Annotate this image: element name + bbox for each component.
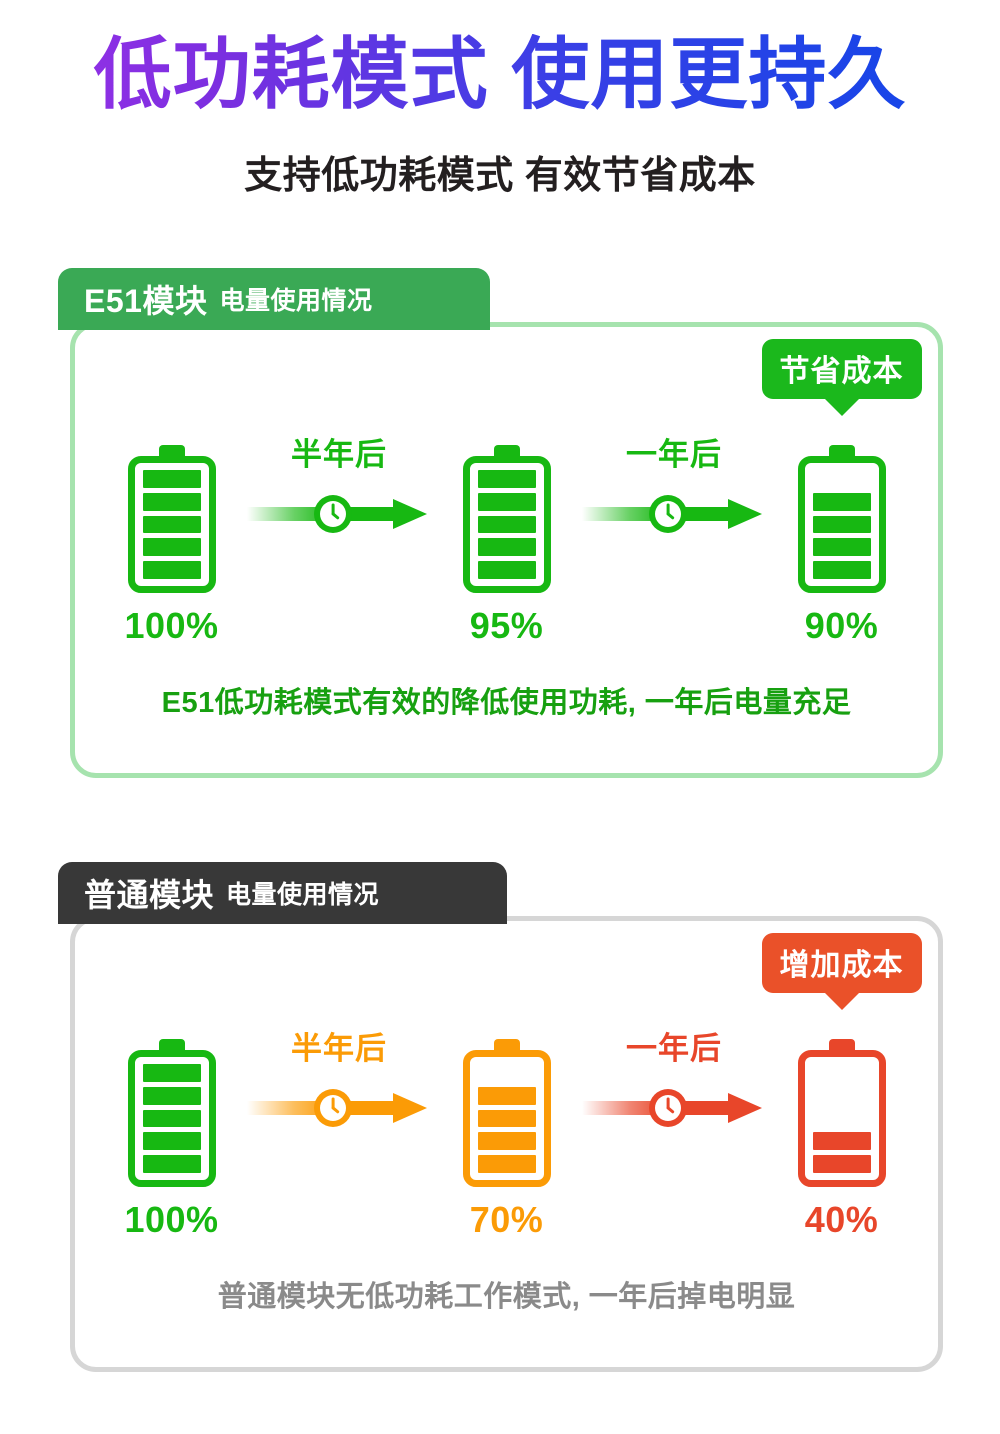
card-body: 100% 半年后 70% 一年后 增加成本 40% 普通模块无低功耗工作模式, 一年后掉电明… (70, 916, 943, 1372)
battery-segment (477, 1155, 536, 1173)
page-title: 低功耗模式 使用更持久 (0, 33, 1000, 116)
battery-cap (493, 445, 520, 456)
battery-segment (477, 515, 536, 534)
module-card: 100% 半年后 95% 一年后 节省成本 90% E51低功耗模式有效的降低使用功耗, 一… (58, 268, 943, 778)
battery-stage: 节省成本 90% (761, 339, 922, 647)
battery-segment (142, 1132, 201, 1151)
battery-shell (462, 1050, 551, 1187)
card-tab-title: E51模块 (84, 283, 208, 319)
card-tab-subtitle: 电量使用情况 (226, 881, 380, 909)
arrow-right-icon (581, 1089, 762, 1127)
card-tab-subtitle: 电量使用情况 (219, 287, 373, 315)
battery-cap (828, 1039, 855, 1050)
card-tab-header: E51模块电量使用情况 (58, 268, 490, 330)
battery-segment (142, 1064, 201, 1082)
battery-shell (127, 1050, 216, 1187)
battery-segment (142, 470, 201, 488)
battery-percent-label: 90% (804, 605, 879, 646)
transition-arrow (581, 1085, 767, 1131)
timeline-transition: 一年后 (581, 405, 767, 605)
battery-stage: 95% (432, 405, 582, 647)
battery-icon (462, 445, 551, 593)
battery-shell (797, 1050, 886, 1187)
battery-icon (462, 1039, 551, 1187)
battery-segment (142, 538, 201, 557)
status-badge: 节省成本 (761, 339, 922, 399)
battery-icon (127, 1039, 216, 1187)
battery-segment (812, 538, 871, 557)
battery-icon (127, 445, 216, 593)
battery-shell (462, 456, 551, 593)
battery-stage: 增加成本 40% (761, 933, 922, 1241)
battery-stage: 100% (97, 405, 247, 647)
transition-label: 半年后 (291, 1031, 387, 1066)
card-body: 100% 半年后 95% 一年后 节省成本 90% E51低功耗模式有效的降低使用功耗, 一… (70, 322, 943, 778)
battery-segment (812, 492, 871, 511)
battery-cap (493, 1039, 520, 1050)
battery-segment (142, 492, 201, 511)
battery-segment (812, 515, 871, 534)
battery-cap (158, 1039, 185, 1050)
battery-stage: 100% (97, 999, 247, 1241)
arrow-right-icon (246, 1089, 427, 1127)
battery-segment (477, 561, 536, 579)
battery-timeline: 100% 半年后 70% 一年后 增加成本 40% (75, 933, 938, 1249)
battery-segment (812, 1155, 871, 1173)
battery-segment (142, 1155, 201, 1173)
battery-shell (127, 456, 216, 593)
battery-percent-label: 70% (469, 1199, 544, 1240)
battery-timeline: 100% 半年后 95% 一年后 节省成本 90% (75, 339, 938, 655)
transition-arrow (246, 491, 432, 537)
battery-segment (477, 492, 536, 511)
battery-cap (828, 445, 855, 456)
transition-arrow (581, 491, 767, 537)
battery-segment (142, 515, 201, 534)
battery-icon (797, 1039, 886, 1187)
battery-segment (477, 1132, 536, 1151)
card-note: 普通模块无低功耗工作模式, 一年后掉电明显 (217, 1281, 796, 1313)
battery-segment (812, 1132, 871, 1151)
arrow-right-icon (246, 495, 427, 533)
page-subtitle: 支持低功耗模式 有效节省成本 (244, 154, 756, 197)
battery-segment (477, 1086, 536, 1105)
battery-percent-label: 95% (469, 605, 544, 646)
transition-label: 一年后 (626, 1031, 722, 1066)
page-header: 低功耗模式 使用更持久 支持低功耗模式 有效节省成本 (0, 0, 1000, 199)
arrow-right-icon (581, 495, 762, 533)
card-tab-header: 普通模块电量使用情况 (58, 862, 507, 924)
battery-percent-label: 100% (124, 1199, 219, 1240)
module-card: 100% 半年后 70% 一年后 增加成本 40% 普通模块无低功耗工作模式, 一年后掉电明… (58, 862, 943, 1372)
battery-cap (158, 445, 185, 456)
battery-segment (477, 470, 536, 488)
battery-stage: 70% (432, 999, 582, 1241)
transition-arrow (246, 1085, 432, 1131)
timeline-transition: 半年后 (246, 405, 432, 605)
card-tab-title: 普通模块 (84, 877, 215, 913)
timeline-transition: 半年后 (246, 999, 432, 1199)
transition-label: 一年后 (626, 437, 722, 472)
battery-segment (812, 561, 871, 579)
timeline-transition: 一年后 (581, 999, 767, 1199)
card-note: E51低功耗模式有效的降低使用功耗, 一年后电量充足 (161, 687, 852, 719)
battery-icon (797, 445, 886, 593)
battery-percent-label: 100% (124, 605, 219, 646)
battery-shell (797, 456, 886, 593)
battery-segment (477, 538, 536, 557)
battery-segment (142, 1109, 201, 1128)
battery-segment (142, 561, 201, 579)
transition-label: 半年后 (291, 437, 387, 472)
battery-percent-label: 40% (804, 1199, 879, 1240)
battery-segment (142, 1086, 201, 1105)
status-badge: 增加成本 (761, 933, 922, 993)
battery-segment (477, 1109, 536, 1128)
